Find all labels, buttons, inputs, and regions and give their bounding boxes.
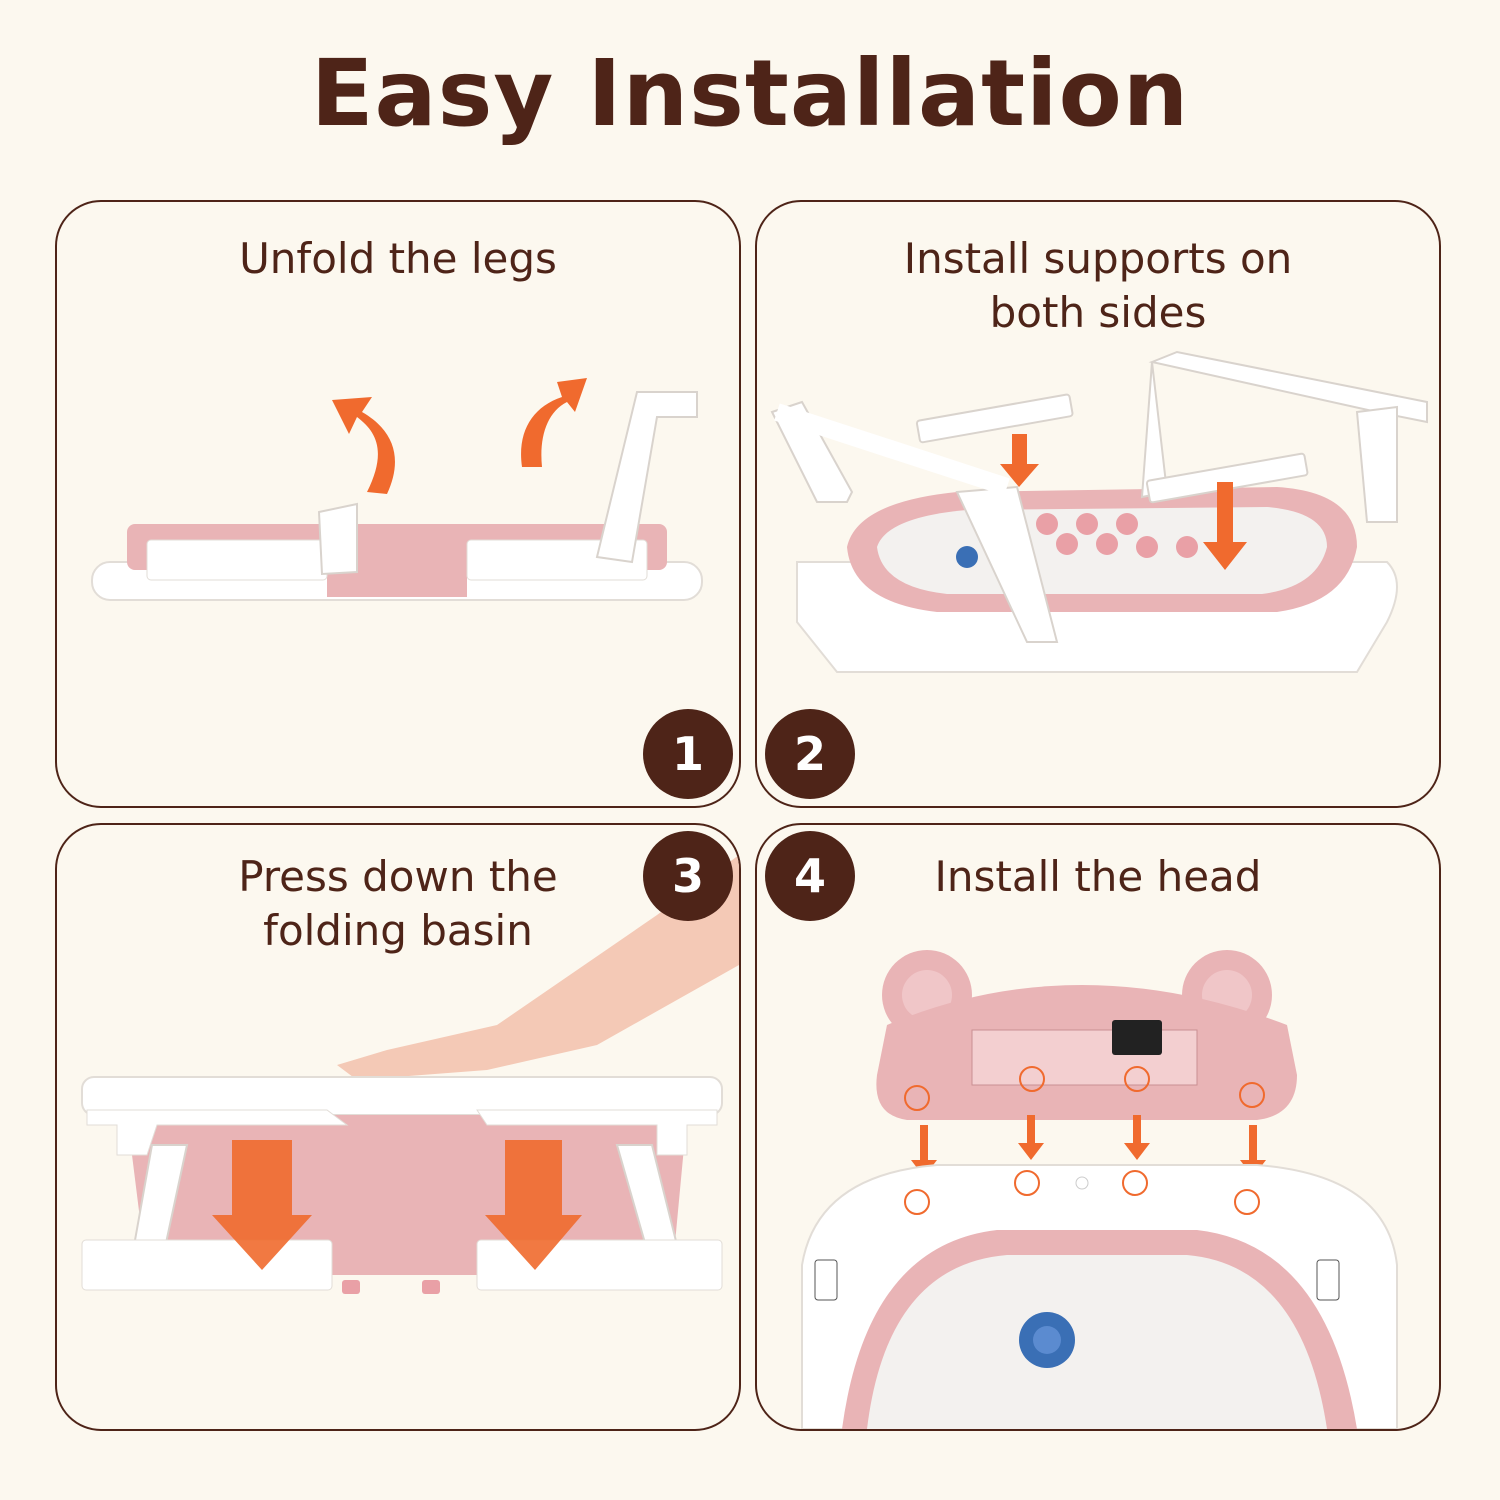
legs-unfold-illustration <box>91 378 703 601</box>
step-caption: Press down the folding basin <box>238 852 558 955</box>
side-supports-illustration <box>770 350 1428 673</box>
step-caption: Install the head <box>934 852 1262 901</box>
step-panel-2: Install supports on both sides 2 <box>755 200 1441 808</box>
step-panel-3: Press down the folding basin 3 <box>55 823 741 1431</box>
step-badge: 4 <box>765 831 855 921</box>
step-panel-1: Unfold the legs 1 <box>55 200 741 808</box>
step-caption: Unfold the legs <box>239 234 557 283</box>
step-caption: Install supports on both sides <box>903 234 1293 337</box>
step-badge: 3 <box>643 831 733 921</box>
step-panel-4: Install the head 4 <box>755 823 1441 1431</box>
step-badge: 1 <box>643 709 733 799</box>
bear-head-illustration <box>801 950 1398 1429</box>
page-title: Easy Installation <box>310 40 1190 147</box>
press-basin-illustration <box>81 855 739 1294</box>
step-badge: 2 <box>765 709 855 799</box>
